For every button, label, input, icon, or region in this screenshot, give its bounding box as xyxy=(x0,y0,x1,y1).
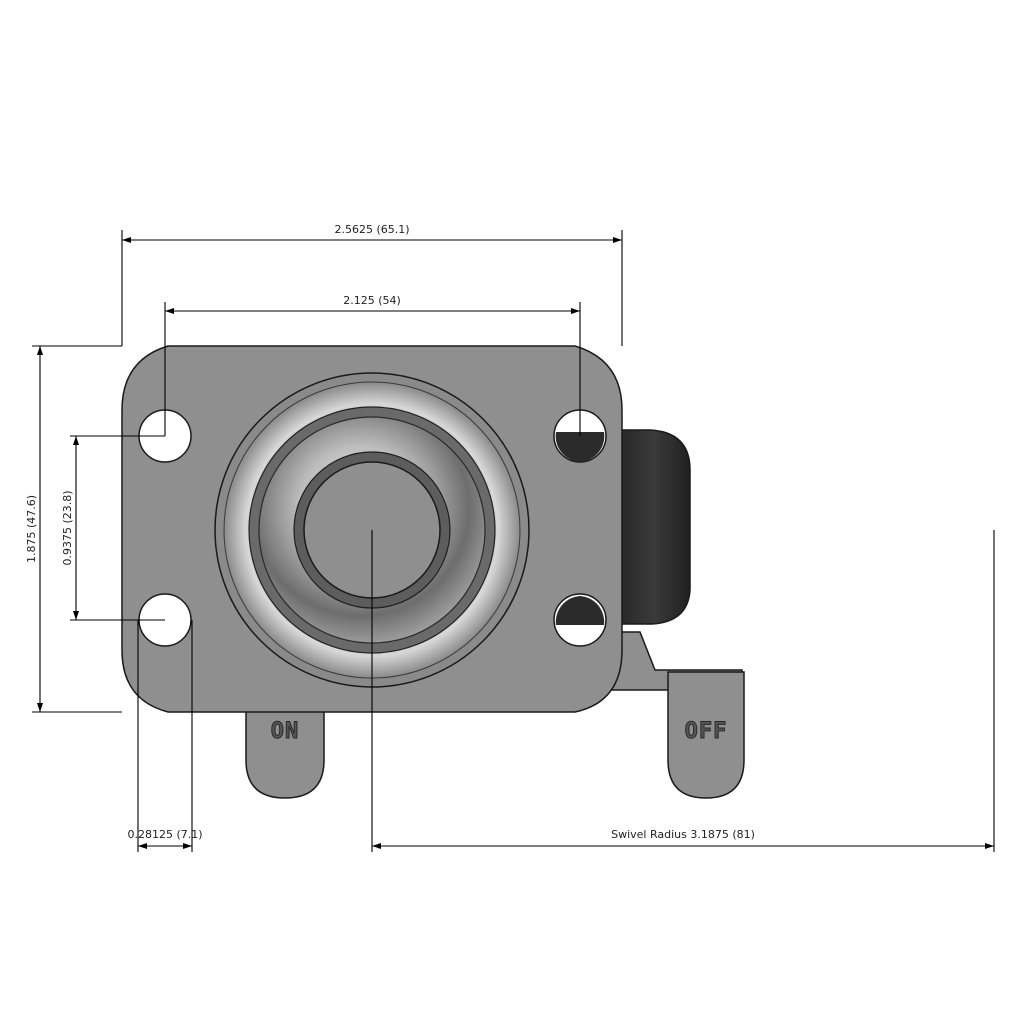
brake-pedal-off: OFF xyxy=(667,671,745,799)
dim-bolt-hole: 0.28125 (7.1) xyxy=(127,828,202,841)
dim-bolt-spacing-width: 2.125 (54) xyxy=(343,294,401,307)
dim-overall-length: 1.875 (47.6) xyxy=(25,495,38,563)
brake-pedal-on: ON xyxy=(245,699,325,799)
dim-swivel-radius: Swivel Radius 3.1875 (81) xyxy=(611,828,755,841)
brake-label-on: ON xyxy=(271,719,300,744)
dim-overall-width: 2.5625 (65.1) xyxy=(334,223,409,236)
dimension-lines xyxy=(32,230,995,852)
dim-bolt-spacing-length: 0.9375 (23.8) xyxy=(61,490,74,565)
brake-label-off: OFF xyxy=(685,719,728,744)
